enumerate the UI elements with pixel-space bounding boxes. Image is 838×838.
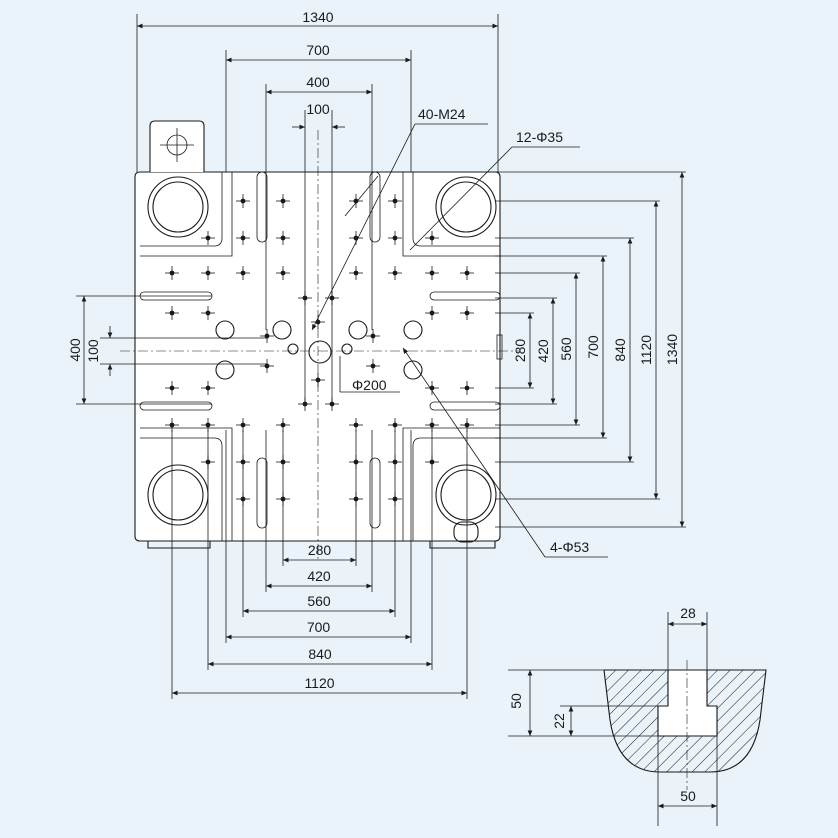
callout-12-phi35: 12-Φ35	[516, 129, 563, 145]
dim-right-label: 1120	[638, 335, 654, 365]
section-bottom-50: 50	[680, 788, 696, 804]
dim-right-label: 1340	[664, 334, 680, 365]
mounting-hole	[276, 266, 290, 280]
mounting-hole	[236, 231, 250, 245]
mounting-hole	[201, 231, 215, 245]
mounting-hole	[425, 231, 439, 245]
center-hole	[215, 320, 423, 380]
dim-right-label: 420	[535, 339, 551, 363]
mounting-hole	[460, 306, 474, 320]
mounting-hole	[260, 359, 274, 373]
mounting-hole	[388, 231, 402, 245]
mounting-hole	[276, 194, 290, 208]
mounting-hole	[165, 266, 179, 280]
left-dimensions: 400 100	[67, 295, 268, 405]
callout-4-phi53: 4-Φ53	[550, 539, 589, 555]
dim-bottom-label: 560	[307, 593, 331, 609]
dim-left-400: 400	[67, 338, 83, 362]
dim-right-label: 560	[558, 337, 574, 361]
mounting-hole	[165, 418, 179, 432]
mounting-hole	[311, 373, 325, 387]
callout-40-m24: 40-M24	[418, 106, 466, 122]
mounting-hole	[425, 418, 439, 432]
dim-bottom-label: 840	[308, 646, 332, 662]
dim-top-100: 100	[306, 101, 330, 117]
callouts: 40-M24 12-Φ35 Φ200 4-Φ53	[311, 106, 608, 558]
dim-right-label: 700	[585, 335, 601, 359]
mounting-hole	[460, 418, 474, 432]
dim-top-400: 400	[306, 74, 330, 90]
mounting-hole	[366, 329, 380, 343]
mounting-hole	[460, 381, 474, 395]
mounting-hole	[425, 266, 439, 280]
mounting-hole	[276, 231, 290, 245]
dim-bottom-label: 700	[307, 619, 331, 635]
section-top-28: 28	[680, 605, 696, 621]
mounting-hole	[425, 306, 439, 320]
mounting-hole	[349, 266, 363, 280]
mounting-hole	[236, 266, 250, 280]
dim-bottom-label: 1120	[304, 675, 334, 691]
center-lines	[120, 130, 520, 560]
mounting-hole	[165, 381, 179, 395]
mounting-hole	[201, 418, 215, 432]
mounting-hole	[366, 359, 380, 373]
dim-bottom-label: 420	[307, 568, 331, 584]
right-dimensions: 280 420 560 700 840 1120 1340	[495, 171, 686, 528]
dim-top-1340: 1340	[302, 9, 333, 25]
mounting-hole	[165, 306, 179, 320]
mounting-hole	[236, 418, 250, 432]
mounting-hole	[276, 418, 290, 432]
bottom-dimensions: 280 420 560 700 840 1120	[171, 430, 468, 699]
mounting-hole	[388, 418, 402, 432]
dim-left-100: 100	[85, 339, 101, 363]
mounting-hole	[460, 266, 474, 280]
section-depth-50: 50	[508, 693, 524, 709]
mounting-hole	[260, 329, 274, 343]
dim-right-label: 840	[612, 338, 628, 362]
mounting-hole	[236, 194, 250, 208]
tie-bar-holes	[147, 176, 497, 526]
mounting-hole	[349, 194, 363, 208]
mounting-hole	[201, 306, 215, 320]
top-dimensions: 1340 700 400 100	[136, 9, 499, 404]
callout-phi200: Φ200	[352, 377, 387, 393]
mounting-hole	[388, 266, 402, 280]
section-depth-22: 22	[551, 713, 567, 729]
mounting-hole	[201, 381, 215, 395]
mounting-hole	[388, 194, 402, 208]
dim-right-label: 280	[512, 339, 528, 363]
slot-section: 28 50 22 50	[508, 605, 767, 826]
dim-bottom-label: 280	[308, 542, 332, 558]
mounting-hole	[201, 266, 215, 280]
mounting-hole	[349, 418, 363, 432]
dim-top-700: 700	[306, 42, 330, 58]
